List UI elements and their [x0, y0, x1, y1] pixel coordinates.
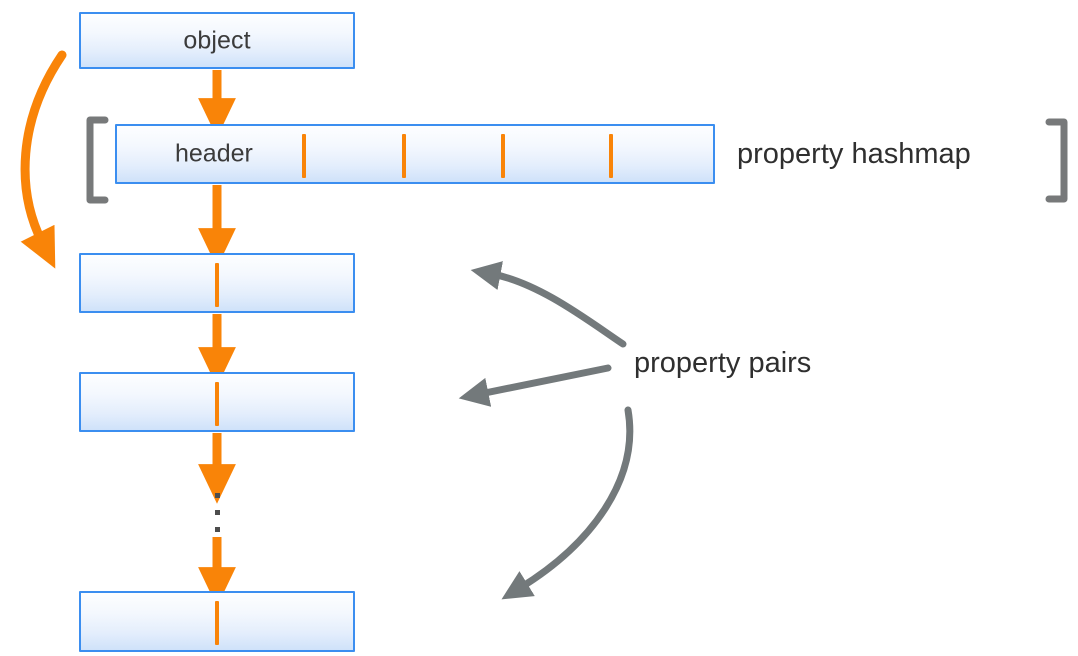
node-object-label: object	[183, 26, 251, 54]
arrow-pairs-to-pairN	[501, 406, 634, 600]
ellipsis-dot	[215, 493, 220, 498]
pair-divider	[215, 263, 219, 307]
node-header-label: header	[175, 139, 253, 168]
ellipsis-dot	[215, 510, 220, 515]
node-property-pair-last[interactable]	[79, 591, 355, 652]
arrow-object-curve-to-pair1	[20, 50, 67, 269]
pair-divider	[215, 601, 219, 645]
label-property-hashmap: property hashmap	[737, 138, 971, 170]
header-tick-3	[501, 134, 505, 178]
node-property-pair-1[interactable]	[79, 253, 355, 313]
ellipsis-dot	[215, 527, 220, 532]
node-property-pair-2[interactable]	[79, 372, 355, 432]
bracket-left	[86, 116, 109, 204]
arrow-pairs-to-pair1	[470, 261, 627, 348]
header-tick-2	[402, 134, 406, 178]
header-tick-4	[609, 134, 613, 178]
label-property-pairs: property pairs	[634, 347, 812, 379]
bracket-right	[1045, 118, 1068, 203]
pair-divider	[215, 382, 219, 426]
arrow-pairs-to-pair2	[458, 364, 612, 407]
header-tick-1	[302, 134, 306, 178]
node-header[interactable]: header	[115, 124, 715, 184]
node-object[interactable]: object	[79, 12, 355, 69]
